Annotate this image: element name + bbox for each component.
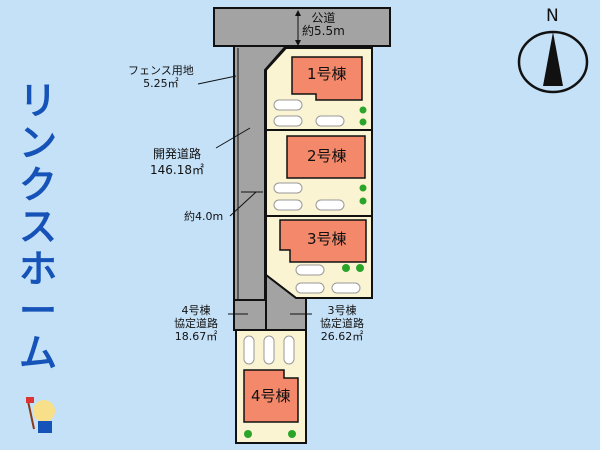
house-1 [291, 56, 363, 101]
brand-char: ス [18, 205, 57, 249]
brand-char: ホ [18, 247, 57, 291]
house-4 [243, 369, 299, 423]
brand-char: ー [18, 289, 57, 333]
house-2 [286, 135, 366, 179]
compass-north-label: N [546, 6, 559, 26]
lot-3-label: 3号棟 [307, 230, 347, 248]
brand-logo: リ ン ク ス ホ ー ム [14, 80, 62, 374]
dev-road-label: 開発道路 146.18㎡ [150, 147, 204, 177]
house-3 [279, 219, 367, 263]
lot-1-label: 1号棟 [307, 65, 347, 83]
road-4-label: 4号棟 協定道路 18.67㎡ [174, 304, 218, 343]
public-road [213, 7, 391, 47]
brand-char: ク [18, 163, 57, 207]
road-width-label: 約4.0m [184, 210, 224, 223]
brand-char: ン [18, 121, 57, 165]
public-road-label: 公道 約5.5m [302, 11, 345, 38]
brand-char: ム [18, 331, 57, 375]
lot-2-label: 2号棟 [307, 147, 347, 165]
lot-4-label: 4号棟 [251, 387, 291, 405]
fence-land-label: フェンス用地 5.25㎡ [128, 64, 194, 90]
brand-char: リ [18, 79, 57, 123]
mascot-icon [24, 395, 60, 435]
road-3-label: 3号棟 協定道路 26.62㎡ [320, 304, 364, 343]
road-4-agreement [233, 299, 267, 331]
